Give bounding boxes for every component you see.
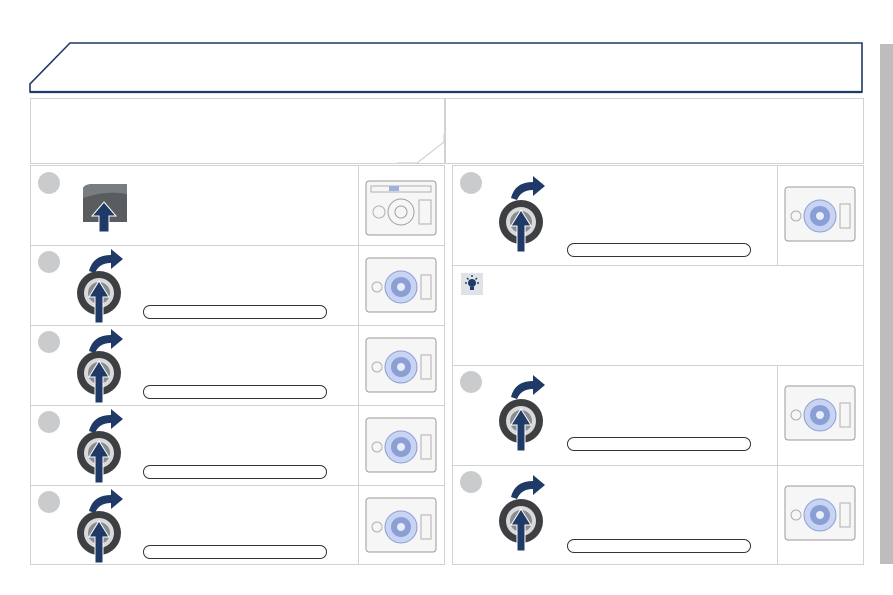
selection-field	[567, 539, 751, 553]
selection-field	[143, 465, 327, 479]
control-dial-icon	[499, 475, 545, 552]
control-dial-icon	[77, 409, 123, 484]
rotate-arrow-icon	[89, 249, 123, 273]
press-up-arrow-icon	[510, 508, 532, 552]
press-up-arrow-icon	[510, 209, 532, 253]
side-tab-strip	[880, 44, 893, 564]
tip-row	[453, 265, 863, 366]
selection-field	[567, 243, 751, 257]
control-dial-icon	[499, 176, 545, 253]
step-row-6	[453, 166, 863, 266]
intro-box-right	[445, 98, 864, 164]
intro-fold-corner	[397, 134, 445, 164]
header-outline	[29, 42, 863, 93]
console-thumbnail	[358, 245, 444, 325]
step-row-3	[31, 325, 444, 406]
intro-box-left	[30, 98, 445, 164]
press-up-arrow-icon	[88, 360, 110, 404]
selection-field	[143, 385, 327, 399]
step-number-circle	[38, 331, 60, 353]
console-thumbnail	[777, 365, 863, 465]
step-number-circle	[38, 491, 60, 513]
step-number-circle	[38, 172, 60, 194]
selection-field	[567, 437, 751, 451]
control-dial-icon	[499, 375, 545, 452]
console-thumbnail	[358, 325, 444, 405]
left-steps-panel	[30, 165, 445, 565]
step-row-5	[31, 485, 444, 564]
step-number-circle	[460, 371, 482, 393]
press-up-arrow-icon	[88, 280, 110, 324]
rotate-arrow-icon	[89, 409, 123, 433]
selection-field	[143, 305, 327, 319]
press-up-arrow-icon	[510, 408, 532, 452]
control-dial-icon	[77, 249, 123, 324]
menu-button-icon	[83, 184, 127, 233]
rotate-arrow-icon	[89, 329, 123, 353]
lightbulb-icon	[461, 273, 483, 295]
step-row-2	[31, 245, 444, 326]
console-thumbnail	[777, 465, 863, 564]
step-number-circle	[460, 471, 482, 493]
console-thumbnail	[358, 485, 444, 564]
step-number-circle	[38, 411, 60, 433]
rotate-arrow-icon	[511, 475, 545, 499]
step-row-4	[31, 405, 444, 486]
step-number-circle	[38, 251, 60, 273]
console-thumbnail	[777, 166, 863, 265]
selection-field	[143, 545, 327, 559]
step-row-7	[453, 365, 863, 466]
console-thumbnail	[358, 166, 444, 245]
header-banner	[29, 42, 863, 94]
right-steps-panel	[452, 165, 864, 565]
rotate-arrow-icon	[511, 375, 545, 399]
press-up-arrow-icon	[88, 440, 110, 484]
rotate-arrow-icon	[89, 489, 123, 513]
control-dial-icon	[77, 329, 123, 404]
press-up-arrow-icon	[88, 520, 110, 563]
step-number-circle	[460, 172, 482, 194]
step-row-8	[453, 465, 863, 564]
step-row-1	[31, 166, 444, 246]
control-dial-icon	[77, 489, 123, 563]
console-thumbnail	[358, 405, 444, 485]
rotate-arrow-icon	[511, 176, 545, 200]
